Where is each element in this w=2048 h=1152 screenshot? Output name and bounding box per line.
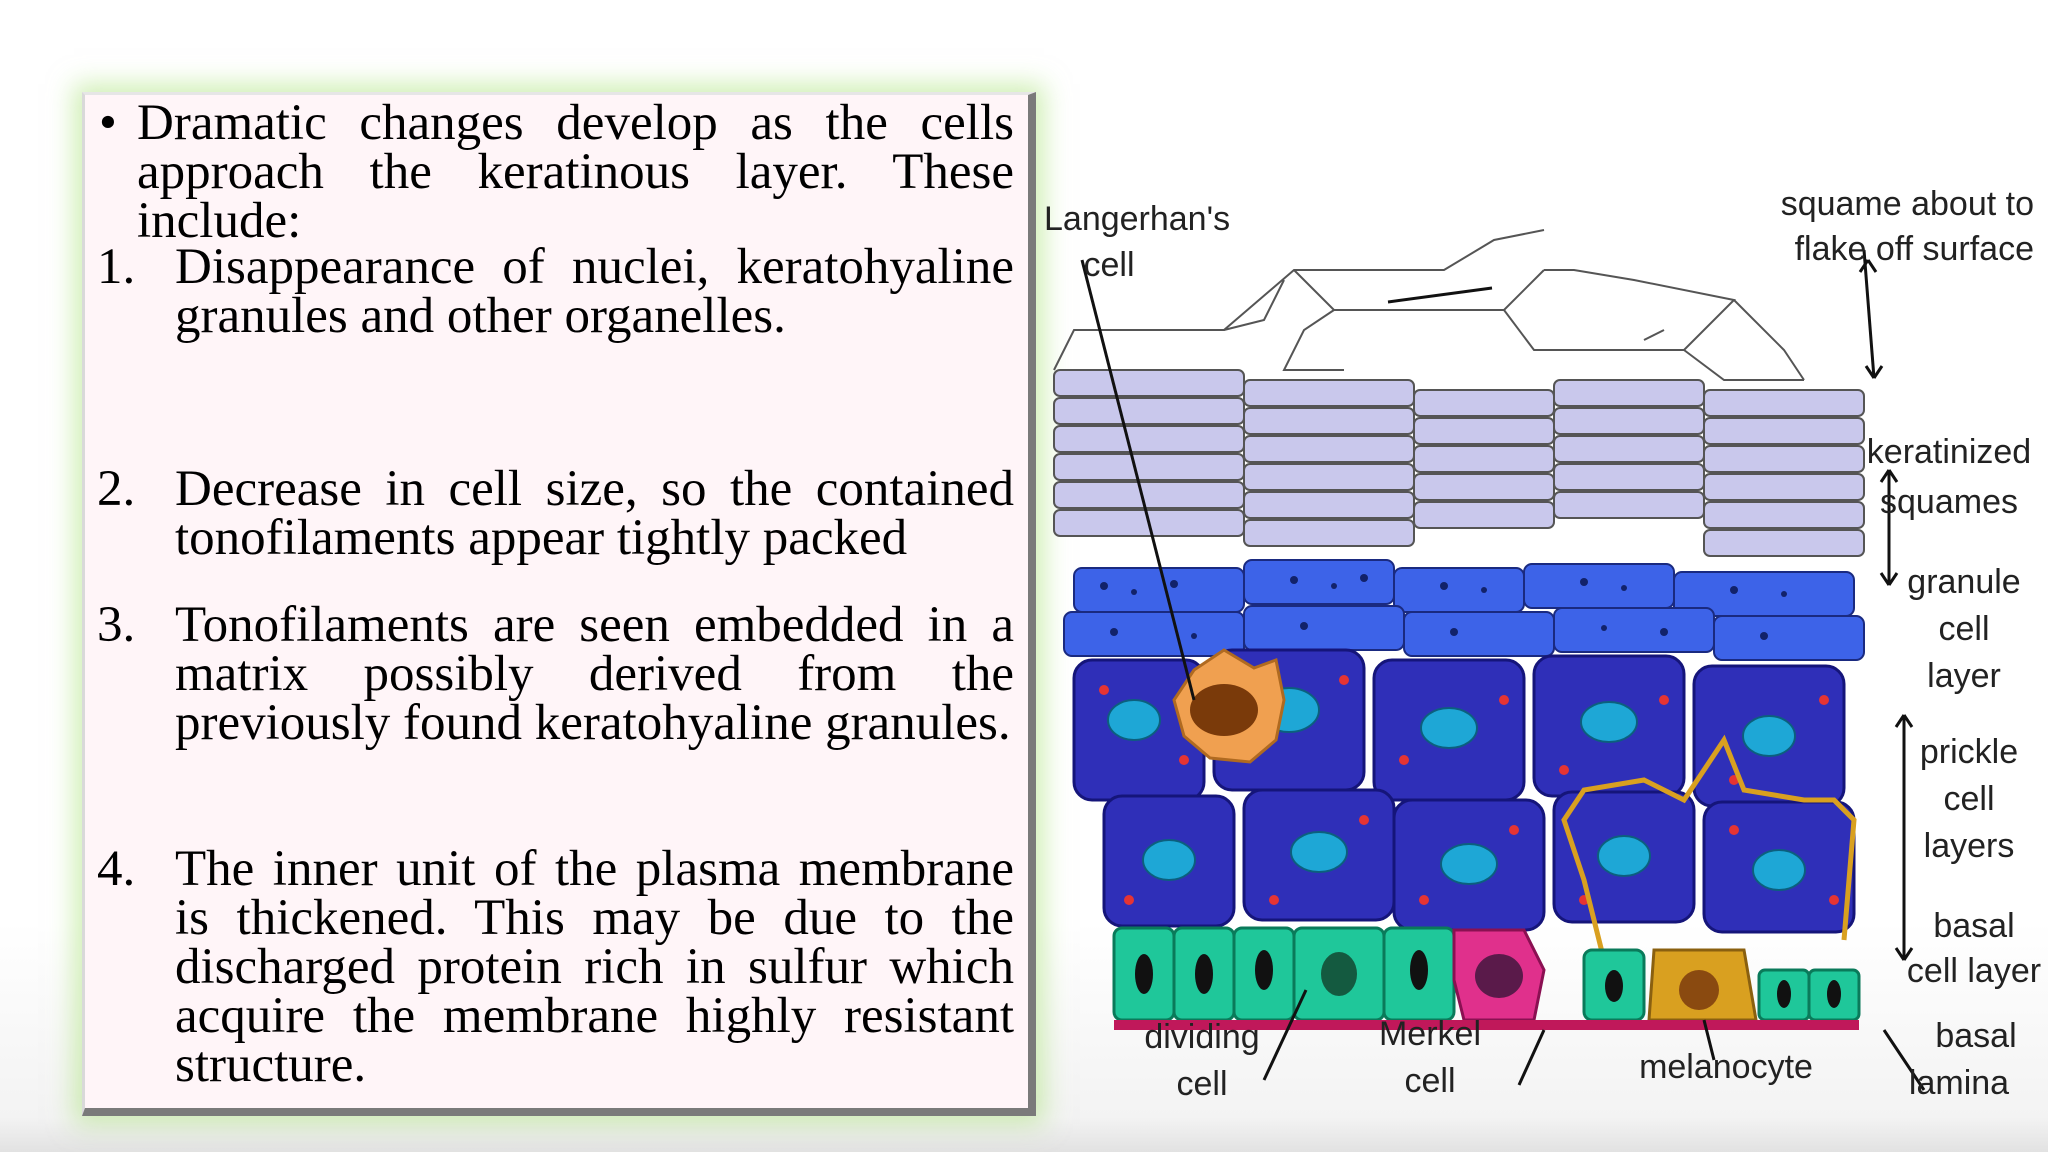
melanocyte-dendrites xyxy=(1561,734,1857,961)
label-granule-line3: layer xyxy=(1927,657,2001,695)
list-number: 3. xyxy=(97,597,136,653)
label-dividing-line2: cell xyxy=(1176,1065,1227,1103)
list-number: 4. xyxy=(97,841,136,897)
surface-squame-outlines xyxy=(1053,229,1805,381)
prickle-nuclei xyxy=(1107,687,1806,891)
granule-cell-layer xyxy=(1063,559,1865,661)
basal-nuclei xyxy=(1135,950,1841,1008)
label-keratinized-line2: squames xyxy=(1880,483,2018,521)
label-prickle-line3: layers xyxy=(1924,827,2015,865)
list-number: 2. xyxy=(97,461,136,517)
label-langerhans-line1: Langerhan's xyxy=(1044,200,1230,238)
label-keratinized-line1: keratinized xyxy=(1867,433,2031,471)
label-granule-line2: cell xyxy=(1938,610,1989,648)
list-text: Tonofilaments are seen embedded in a mat… xyxy=(175,597,1014,751)
epidermis-diagram-svg: Langerhan's cell squame about to flake o… xyxy=(1044,185,2041,1103)
label-melanocyte: melanocyte xyxy=(1639,1048,1813,1086)
label-basal-lamina-line1: basal xyxy=(1935,1017,2016,1055)
label-merkel-line1: Merkel xyxy=(1379,1015,1481,1053)
label-granule-line1: granule xyxy=(1907,563,2020,601)
list-item-4: 4. The inner unit of the plasma membrane… xyxy=(97,841,1014,1091)
bullet-marker: • xyxy=(99,95,117,151)
list-text: The inner unit of the plasma membrane is… xyxy=(175,841,1014,1093)
merkel-cell-shape xyxy=(1452,928,1546,1022)
list-text: Decrease in cell size, so the contained … xyxy=(175,461,1014,566)
keratohyaline-granules xyxy=(1100,574,1787,640)
list-text: Disappearance of nuclei, keratohyaline g… xyxy=(175,239,1014,344)
label-langerhans-line2: cell xyxy=(1083,246,1134,284)
text-panel: • Dramatic changes develop as the cells … xyxy=(82,92,1036,1116)
intro-bullet-item: • Dramatic changes develop as the cells … xyxy=(99,95,1014,247)
label-basal-cell-line2: cell layer xyxy=(1907,952,2041,990)
list-item-3: 3. Tonofilaments are seen embedded in a … xyxy=(97,597,1014,749)
label-basal-lamina-line2: lamina xyxy=(1909,1064,2009,1102)
list-item-2: 2. Decrease in cell size, so the contain… xyxy=(97,461,1014,564)
langerhans-cell-shape xyxy=(1172,648,1286,764)
melanocyte-body xyxy=(1647,948,1758,1022)
leader-lines xyxy=(1080,249,1926,1091)
label-squame-line1: squame about to xyxy=(1781,185,2034,223)
label-merkel-line2: cell xyxy=(1404,1062,1455,1100)
intro-text: Dramatic changes develop as the cells ap… xyxy=(137,95,1014,249)
list-number: 1. xyxy=(97,239,136,295)
label-dividing-line1: dividing xyxy=(1144,1018,1259,1056)
label-basal-cell-line1: basal xyxy=(1933,907,2014,945)
list-item-1: 1. Disappearance of nuclei, keratohyalin… xyxy=(97,239,1014,342)
label-prickle-line2: cell xyxy=(1943,780,1994,818)
keratinized-squames-layer xyxy=(1053,369,1865,557)
label-squame-line2: flake off surface xyxy=(1795,230,2034,268)
basal-lamina-band xyxy=(1114,1020,1859,1030)
epidermis-diagram: Langerhan's cell squame about to flake o… xyxy=(1044,180,2048,1120)
label-prickle-line1: prickle xyxy=(1920,733,2018,771)
